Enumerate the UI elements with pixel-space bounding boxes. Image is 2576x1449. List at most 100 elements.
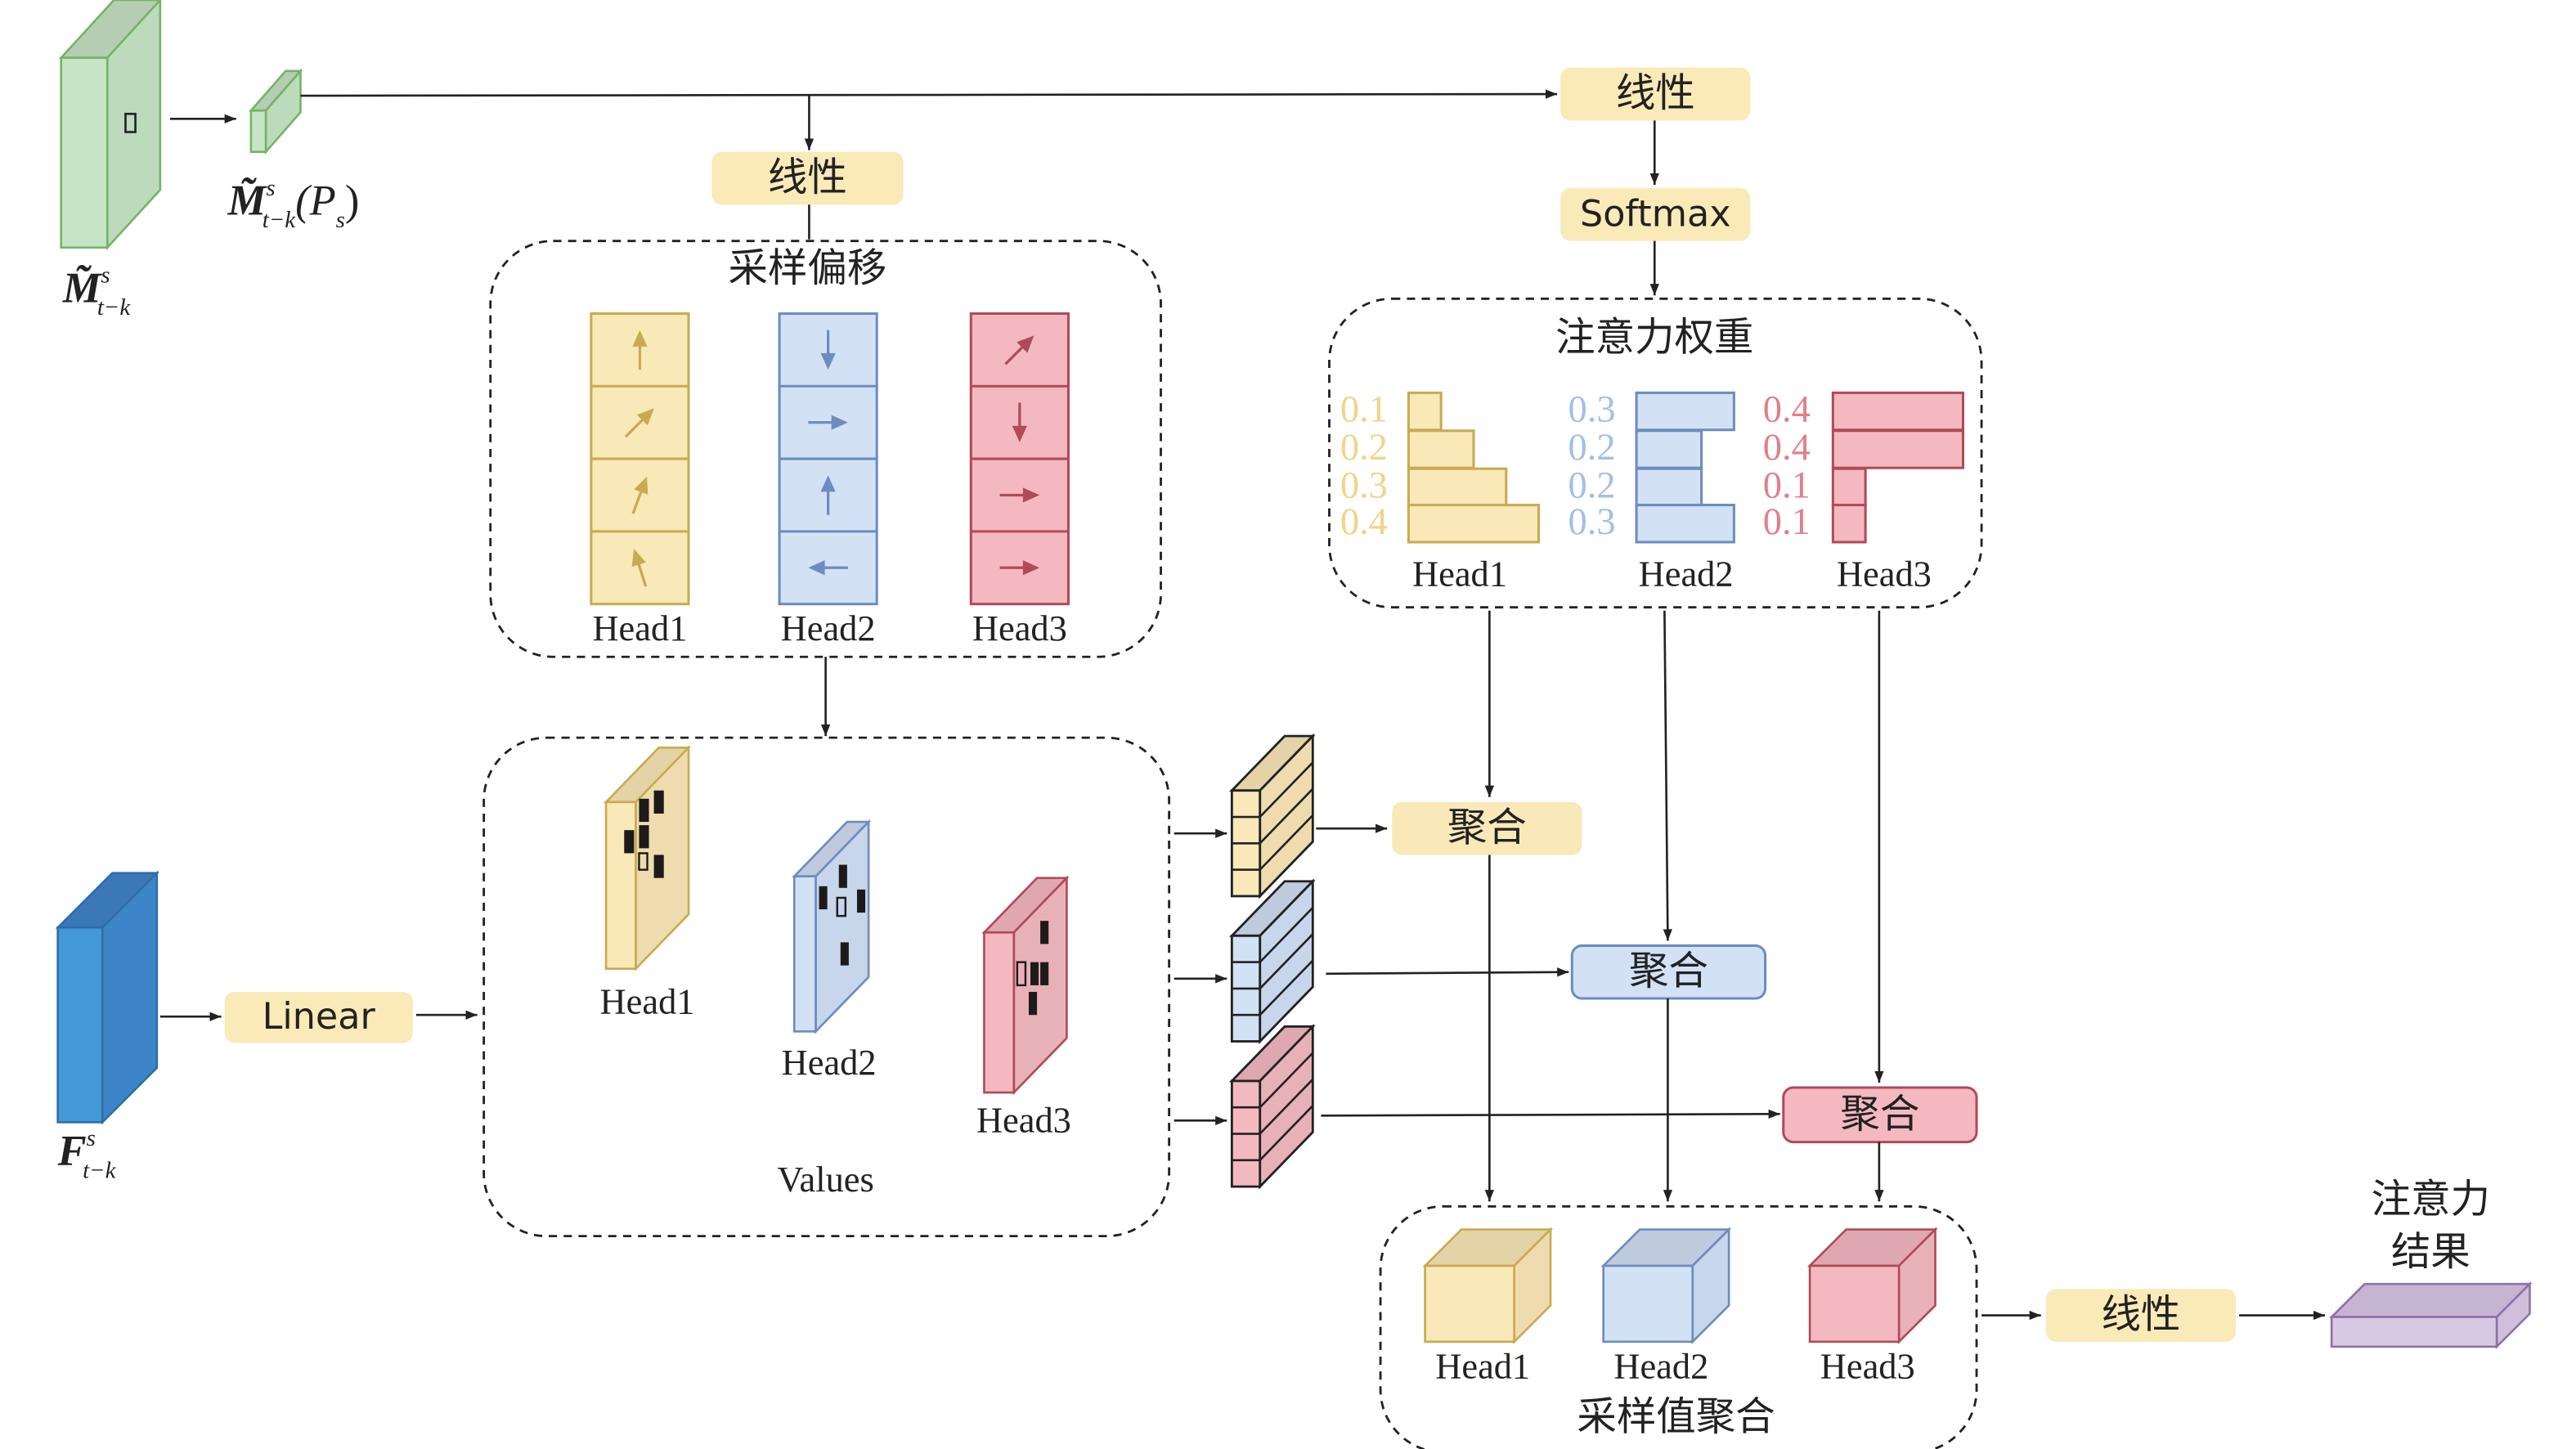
aggregated-head-label: Head3 [1820, 1345, 1915, 1386]
attention-weight-value: 0.1 [1340, 389, 1388, 431]
attention-weight-bar [1831, 429, 1964, 469]
attention-weight-bar [1407, 467, 1508, 508]
attention-weight-bar [1635, 429, 1703, 469]
attention-weight-bar [1635, 504, 1735, 544]
attention-weight-value: 0.4 [1340, 501, 1388, 543]
attention-weight-bar [1635, 391, 1735, 432]
value-map-head1 [603, 745, 692, 971]
attention-weight-bar [1407, 429, 1475, 469]
slab-front [1424, 1264, 1515, 1344]
linear-value-box [224, 991, 413, 1043]
reference-point-marker [638, 852, 648, 871]
math-sup: s [87, 1125, 96, 1151]
attention-weight-value: 0.4 [1763, 389, 1811, 431]
slab-front [1808, 1264, 1901, 1344]
attention-weight-value: 0.1 [1763, 465, 1811, 507]
value-head-label: Head2 [782, 1042, 877, 1083]
math-base: M̃ [227, 177, 268, 224]
offset-arrowhead [1022, 560, 1040, 576]
attention-weight-bar [1831, 391, 1964, 432]
attention-bars-head2 [1635, 391, 1735, 544]
aggregated-cube-head2 [1600, 1227, 1732, 1344]
value-head-label: Head1 [600, 980, 695, 1021]
box-label: 聚合 [1840, 1091, 1919, 1137]
math-arg-sub: s [336, 207, 345, 233]
box-background [1560, 67, 1751, 121]
reference-point-marker [1016, 961, 1027, 987]
box-label: Softmax [1580, 193, 1730, 235]
sampled-value-stack-head1 [1229, 733, 1316, 899]
offset-column-head3 [969, 312, 1070, 606]
stack-divider [1259, 1105, 1314, 1161]
offset-column-head2 [778, 312, 878, 606]
offset-arrowhead [1012, 425, 1027, 442]
stack-divider [1259, 814, 1314, 871]
arrow-stack2-to-aggregate [1326, 967, 1569, 977]
attention-weight-value: 0.2 [1340, 427, 1388, 469]
attention-weight-bar [1635, 467, 1703, 508]
sampling-offsets-title: 采样偏移 [728, 245, 886, 291]
stack-divider [1259, 959, 1314, 1016]
sampled-memory-volume [249, 68, 303, 155]
attention-bars-head1 [1407, 391, 1541, 544]
attention-head-label: Head1 [1412, 554, 1507, 594]
sampled-value-marker [1040, 921, 1049, 944]
output-label-line2: 结果 [2391, 1229, 2471, 1275]
sampled-aggregation-group [1379, 1205, 1978, 1449]
slab-front [2330, 1316, 2498, 1348]
sampled-value-stack-head3 [1229, 1023, 1316, 1190]
linear-offset-box [711, 151, 904, 205]
slab-front [604, 801, 637, 971]
value-head-label: Head3 [976, 1100, 1071, 1141]
math-sub: t−k [83, 1158, 117, 1184]
aggregated-head-label: Head1 [1435, 1345, 1530, 1386]
math-arg-close: ) [345, 177, 359, 224]
label-feature: Fs t−k [57, 1125, 117, 1183]
attention-weight-bar [1831, 467, 1867, 508]
attention-weights-title: 注意力权重 [1555, 315, 1753, 361]
slab-front [56, 926, 104, 1124]
aggregated-head-label: Head2 [1613, 1345, 1708, 1386]
sampled-value-marker [653, 855, 664, 878]
attention-weight-value: 0.1 [1763, 501, 1811, 543]
slab-front [1602, 1264, 1694, 1344]
sampled-value-marker [1030, 962, 1039, 985]
attention-weights-group [1328, 297, 1983, 609]
attention-weight-value: 0.3 [1340, 465, 1388, 507]
arrow-stack3-to-aggregate [1321, 1109, 1780, 1119]
slab-front [60, 56, 109, 249]
softmax-box [1560, 188, 1751, 241]
offset-head-label: Head1 [592, 608, 687, 648]
output-volume [2328, 1281, 2533, 1350]
slab-front [792, 875, 817, 1033]
box-label: Linear [263, 996, 376, 1038]
aggregated-cube-head3 [1806, 1227, 1938, 1344]
offset-arrowhead [632, 330, 648, 347]
slab-front [983, 931, 1016, 1094]
stack-divider [1259, 933, 1314, 989]
sampled-value-marker [856, 889, 866, 913]
stack-divider [1259, 907, 1314, 963]
offset-arrowhead [1022, 487, 1040, 503]
attention-weight-value: 0.2 [1568, 427, 1616, 469]
stack-divider [1259, 1079, 1314, 1135]
attention-bars-head3 [1831, 391, 1964, 544]
attention-head-label: Head3 [1837, 554, 1932, 594]
attention-weight-bar [1407, 504, 1541, 544]
box-background [1560, 188, 1751, 241]
attention-weight-bar [1407, 391, 1443, 432]
box-label: 聚合 [1447, 805, 1527, 850]
slab-front [249, 109, 267, 153]
math-arg: (P [295, 177, 336, 224]
value-map-head2 [792, 819, 872, 1034]
math-base: F [57, 1128, 87, 1175]
stack-divider [1259, 1052, 1314, 1109]
sampling-offsets-group [489, 240, 1162, 658]
math-sup: s [266, 175, 275, 201]
offset-arrowhead [634, 476, 648, 495]
sampled-value-marker [1040, 962, 1049, 985]
sampled-value-marker [819, 886, 828, 910]
